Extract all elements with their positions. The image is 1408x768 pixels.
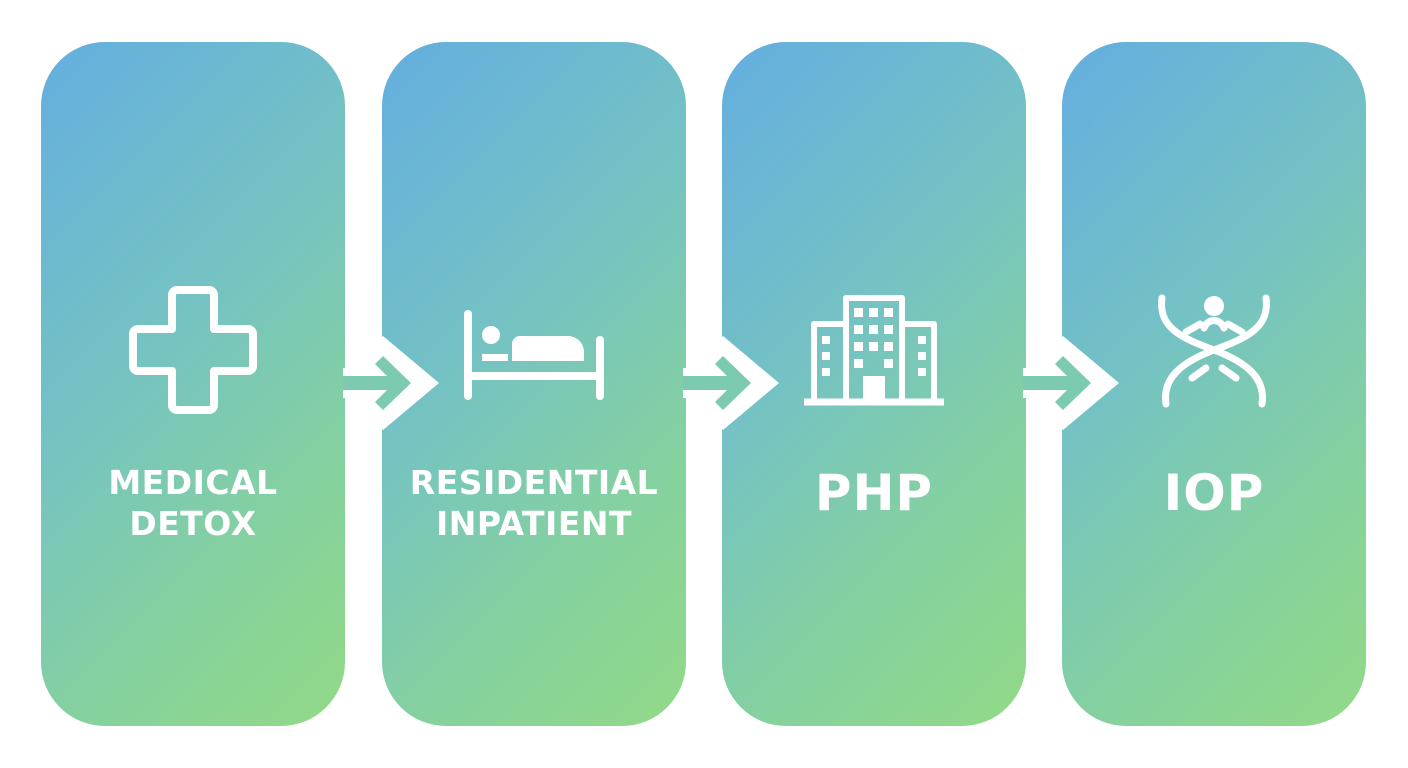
step-card-medical-detox: MEDICAL DETOX (41, 42, 345, 726)
step-label-line: INPATIENT (436, 504, 632, 544)
step-label-iop: IOP (1163, 464, 1265, 522)
building-icon (794, 248, 954, 418)
step-label-line: DETOX (129, 504, 257, 544)
step-label-line: RESIDENTIAL (409, 463, 659, 502)
arrow-right-icon (1023, 326, 1123, 440)
step-label-php: PHP (814, 464, 934, 522)
step-label-medical-detox: MEDICAL DETOX (41, 462, 345, 545)
dna-person-icon (1134, 248, 1294, 418)
arrow-right-icon (683, 326, 783, 440)
medical-cross-icon (113, 248, 273, 418)
step-label-residential-inpatient: RESIDENTIAL INPATIENT (382, 462, 686, 545)
hospital-bed-icon (454, 248, 614, 418)
arrow-right-icon (343, 326, 443, 440)
step-label-line: MEDICAL (108, 463, 278, 502)
